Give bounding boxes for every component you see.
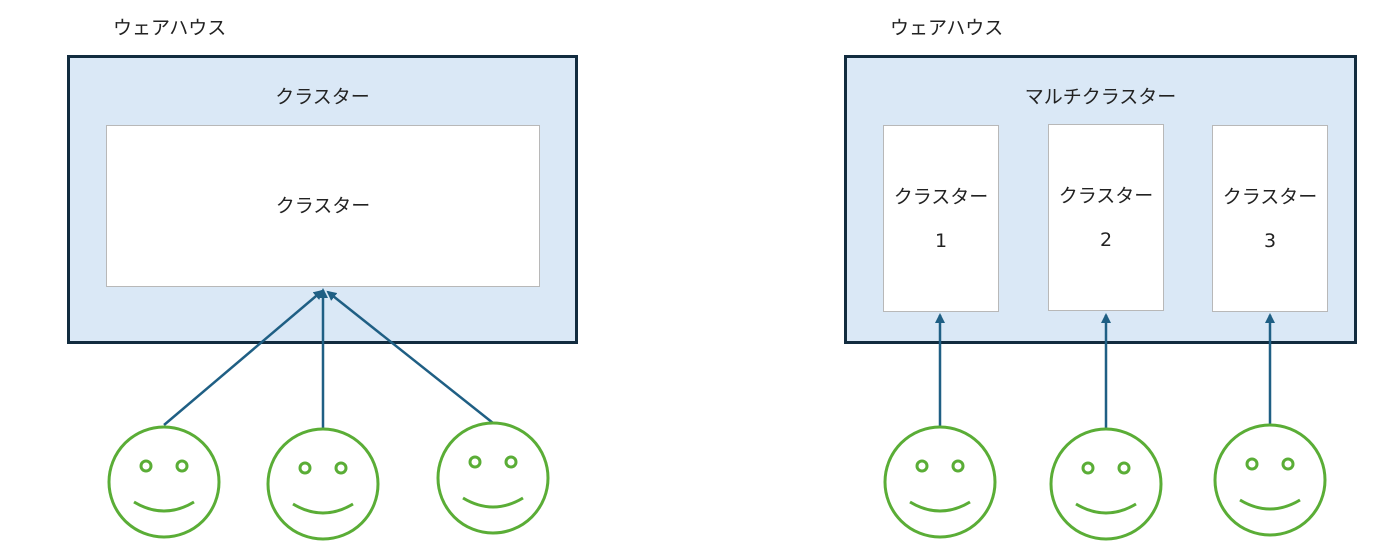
left-arrow-3 xyxy=(326,290,494,424)
smiley-face-icon xyxy=(436,421,550,535)
right-cluster-label-2: クラスター2 xyxy=(1058,184,1154,251)
left-outer-cluster-title: クラスター xyxy=(275,86,370,108)
smiley-face-icon xyxy=(883,425,997,539)
left-inner-cluster-label: クラスター xyxy=(275,195,371,217)
right-multi-cluster-title: マルチクラスター xyxy=(1024,86,1177,108)
right-cluster-label-1: クラスター1 xyxy=(893,185,989,252)
left-warehouse-label: ウェアハウス xyxy=(113,17,227,39)
right-cluster-box-2: クラスター2 xyxy=(1048,124,1164,311)
smiley-face-icon xyxy=(266,427,380,541)
left-inner-cluster-box: クラスター xyxy=(106,125,540,287)
smiley-face-icon xyxy=(107,425,221,539)
right-cluster-label-3: クラスター3 xyxy=(1222,185,1318,252)
right-warehouse-label: ウェアハウス xyxy=(890,17,1004,39)
smiley-face-icon xyxy=(1049,427,1163,541)
smiley-face-icon xyxy=(1213,423,1327,537)
right-cluster-box-1: クラスター1 xyxy=(883,125,999,312)
right-cluster-box-3: クラスター3 xyxy=(1212,125,1328,312)
left-arrow-1 xyxy=(163,289,324,426)
